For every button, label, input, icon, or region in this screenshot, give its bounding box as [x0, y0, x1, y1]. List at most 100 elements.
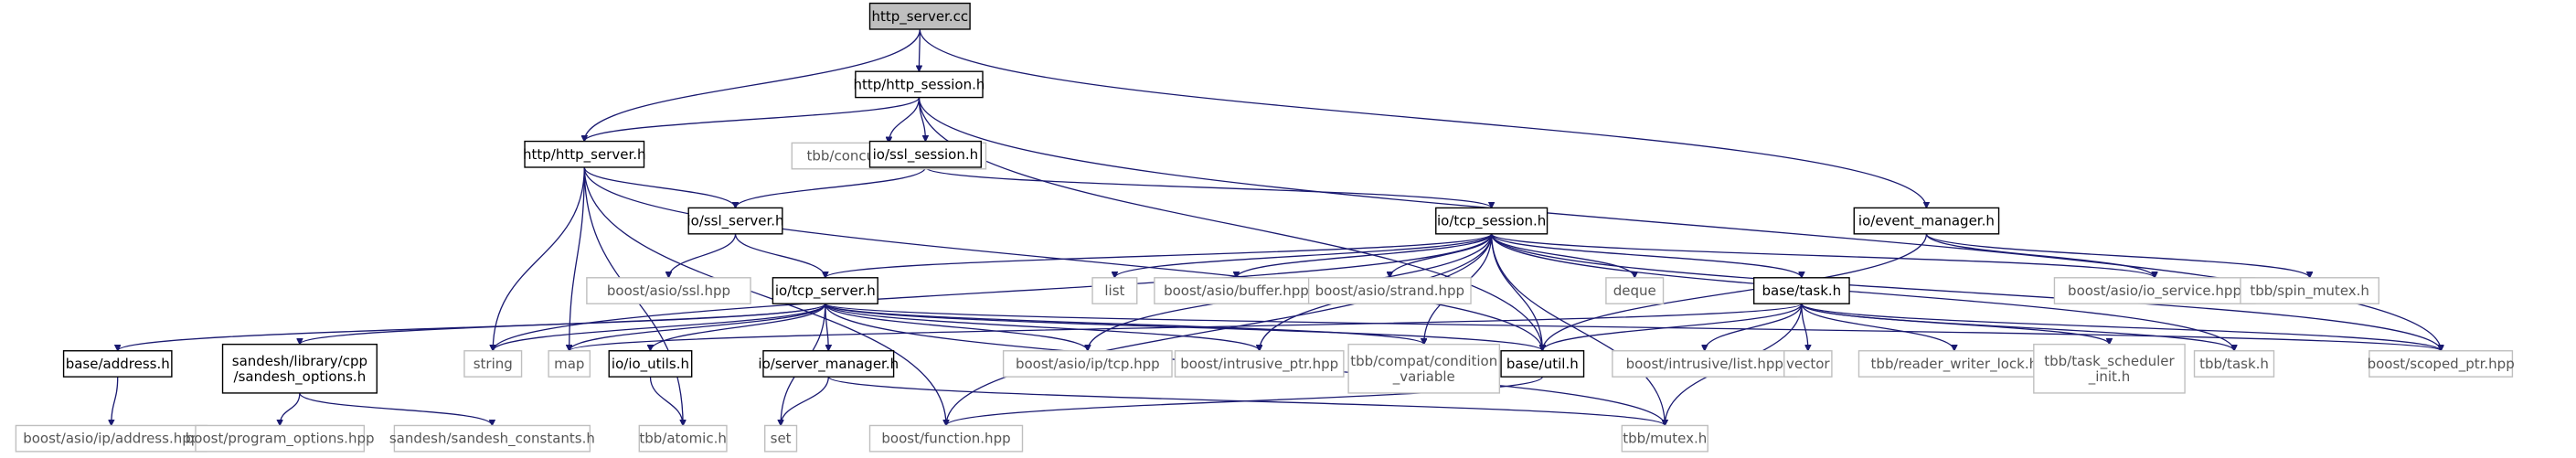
node-map: map [548, 350, 591, 378]
node-box [2193, 350, 2275, 378]
node-io-io-utils-h[interactable]: io/io_utils.h [608, 350, 693, 378]
node-io-ssl-server-h[interactable]: io/ssl_server.h [687, 207, 784, 235]
node-label: vector [1786, 356, 1830, 372]
node-condition-variable: tbb/compat/condition_variable [1347, 343, 1501, 394]
node-io-ssl-session-h[interactable]: io/ssl_session.h [868, 140, 982, 168]
node-label: base/address.h [66, 356, 170, 372]
edge-root-to-http_session_h [919, 28, 920, 71]
node-box [868, 424, 1024, 453]
edge-io_tcp_server_h-to-asio_ip_tcp [825, 303, 1088, 351]
node-boost-function: boost/function.hpp [868, 424, 1024, 453]
edge-io_tcp_session_h-to-string [493, 233, 1493, 351]
node-asio-ip-tcp: boost/asio/ip/tcp.hpp [1002, 350, 1173, 378]
node-box [868, 140, 982, 168]
node-sandesh-constants: sandesh/sandesh_constants.h [389, 424, 595, 453]
node-label: boost/asio/strand.hpp [1315, 282, 1464, 299]
node-label: map [554, 356, 584, 372]
node-label: tbb/mutex.h [1623, 431, 1707, 447]
node-sandesh-options-h[interactable]: sandesh/library/cpp/sandesh_options.h [221, 343, 378, 394]
node-box [638, 424, 728, 453]
node-box [548, 350, 591, 378]
node-io-tcp-server-h[interactable]: io/tcp_server.h [772, 277, 878, 304]
node-label: http/http_session.h [853, 76, 985, 93]
node-tbb-mutex: tbb/mutex.h [1621, 424, 1708, 453]
edge-io_tcp_server_h-to-map [569, 303, 826, 351]
edge-io_tcp_server_h-to-io_io_utils_h [650, 304, 826, 351]
edge-io_tcp_session_h-to-asio_buffer [1236, 233, 1493, 278]
edge-io_tcp_session_h-to-tbb_task_h [1491, 233, 2234, 351]
node-box [1091, 277, 1138, 304]
edge-root-to-io_event_manager_h [919, 28, 1926, 208]
node-box [855, 70, 984, 99]
node-label: sandesh/sandesh_constants.h [389, 431, 595, 448]
node-io-server-manager-h[interactable]: io/server_manager.h [758, 350, 899, 378]
node-box [687, 207, 783, 235]
edge-base_util_h-to-boost_function [946, 376, 1543, 427]
edge-io_tcp_session_h-to-list [1114, 233, 1493, 279]
node-label: boost/asio/io_service.hpp [2068, 282, 2241, 300]
edge-base_task_h-to-map [569, 303, 1803, 352]
node-label: io/ssl_session.h [873, 146, 979, 164]
node-tbb-task-h: tbb/task.h [2193, 350, 2275, 378]
node-box [2368, 350, 2514, 378]
edge-io_tcp_server_h-to-string [493, 303, 826, 351]
node-box [762, 350, 895, 378]
node-box [1752, 277, 1850, 304]
node-asio-ssl: boost/asio/ssl.hpp [586, 277, 751, 304]
node-box [1605, 277, 1665, 304]
edge-io_event_manager_h-to-base_util_h [1542, 233, 1928, 351]
node-label: io/tcp_session.h [1437, 213, 1546, 230]
edge-sandesh_options_h-to-program_options [280, 392, 301, 426]
edge-http_session_h-to-scoped_ptr [918, 97, 2441, 351]
node-http-session-h[interactable]: http/http_session.h [853, 70, 985, 99]
node-asio-ip-address: boost/asio/ip/address.hpp [15, 424, 208, 453]
edge-root-to-http_server_h [584, 28, 921, 142]
node-label: io/server_manager.h [758, 356, 899, 373]
node-box [1154, 277, 1319, 304]
node-intrusive-list: boost/intrusive/list.hpp [1612, 350, 1798, 378]
edge-base_task_h-to-scoped_ptr [1801, 303, 2441, 352]
node-http-server-h[interactable]: http/http_server.h [523, 140, 646, 168]
edge-http_session_h-to-concurrent_queue [889, 97, 921, 144]
node-io-event-manager-h[interactable]: io/event_manager.h [1853, 207, 2000, 235]
node-label: boost/intrusive_ptr.hpp [1180, 356, 1338, 373]
node-label: base/task.h [1762, 282, 1842, 299]
node-box [1002, 350, 1173, 378]
edge-sandesh_options_h-to-sandesh_constants [299, 392, 492, 426]
edge-base_task_h-to-base_util_h [1542, 303, 1803, 351]
edge-io_event_manager_h-to-spin_mutex [1925, 233, 2309, 279]
edge-io_ssl_session_h-to-io_tcp_session_h [924, 166, 1491, 208]
edge-io_tcp_session_h-to-io_tcp_server_h [825, 233, 1493, 279]
node-base-address-h[interactable]: base/address.h [62, 350, 173, 378]
node-label: tbb/compat/condition [1350, 353, 1497, 369]
node-box [1612, 350, 1798, 378]
node-label: io/event_manager.h [1858, 213, 1995, 230]
node-base-util-h[interactable]: base/util.h [1500, 350, 1585, 378]
node-box [608, 350, 693, 378]
node-box [586, 277, 751, 304]
node-box [463, 350, 523, 378]
node-task-scheduler-init: tbb/task_scheduler_init.h [2033, 343, 2186, 394]
node-base-task-h[interactable]: base/task.h [1752, 277, 1850, 304]
node-scoped-ptr: boost/scoped_ptr.hpp [2368, 350, 2515, 378]
edge-io_server_manager_h-to-set [781, 377, 829, 425]
edge-http_server_h-to-map [569, 166, 585, 351]
node-box [868, 2, 971, 30]
node-label: sandesh/library/cpp [232, 353, 367, 369]
node-box [1621, 424, 1708, 453]
node-root[interactable]: http_server.cc [868, 2, 971, 30]
edge-io_tcp_session_h-to-tbb_mutex [1491, 233, 1666, 426]
edge-http_session_h-to-http_server_h [584, 97, 921, 142]
node-label: boost/asio/ip/tcp.hpp [1016, 356, 1160, 372]
node-label: tbb/reader_writer_lock.h [1871, 356, 2038, 373]
node-io-tcp-session-h[interactable]: io/tcp_session.h [1435, 207, 1549, 235]
node-intrusive-ptr: boost/intrusive_ptr.hpp [1174, 350, 1345, 378]
node-box [393, 424, 591, 453]
node-label: io/tcp_server.h [775, 282, 876, 300]
node-box [1347, 343, 1501, 394]
node-label: boost/asio/ip/address.hpp [23, 431, 199, 447]
node-label: set [771, 431, 792, 447]
node-box [1307, 277, 1472, 304]
node-deque: deque [1605, 277, 1665, 304]
node-box [15, 424, 208, 453]
